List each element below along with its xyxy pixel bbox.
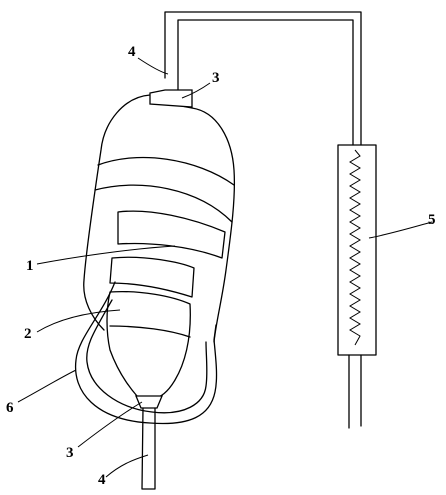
label-inner-bag: 2 [24,326,32,342]
heater-outlet-tube [348,354,362,429]
outer-sleeve-inner-edge [86,299,208,414]
tube-loop [164,11,362,146]
label-outer-sleeve: 6 [6,400,14,416]
leader-lines [17,57,433,478]
bag-window-middle [109,256,195,298]
connector-top [149,89,193,108]
outer-sleeve [74,281,218,425]
label-tube-bottom: 4 [98,472,106,488]
label-bag-window: 1 [26,258,34,274]
inner-bag [106,290,191,399]
inner-bag-line [109,325,191,338]
tube-bottom [141,407,156,490]
label-heater: 5 [428,212,436,228]
label-connector-top: 3 [212,70,220,86]
bag-seam-upper [97,156,235,186]
label-tube-top: 4 [128,44,136,60]
bag-window-top [117,210,226,259]
connector-bottom [135,395,163,409]
heater-unit [337,144,377,429]
bag-seam-lower [94,184,233,223]
label-connector-bottom: 3 [66,445,74,461]
heating-coil [349,149,361,346]
iv-bag [83,94,236,343]
